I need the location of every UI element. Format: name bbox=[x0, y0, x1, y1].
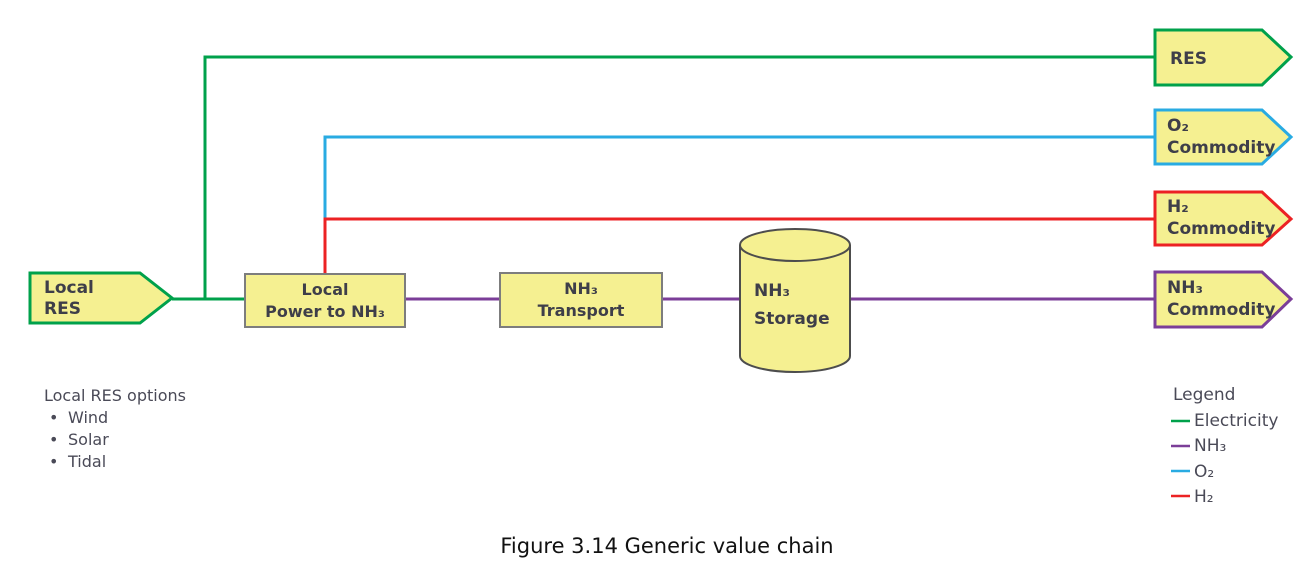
local-res-shape bbox=[28, 271, 175, 325]
nh3-transport-shape bbox=[499, 272, 663, 328]
o2-commodity-label-line2: Commodity bbox=[1167, 138, 1275, 158]
o2-commodity-node: O₂ Commodity bbox=[1153, 108, 1294, 166]
bullet-icon: • bbox=[49, 452, 58, 471]
bullet-icon: • bbox=[49, 430, 58, 449]
nh3-commodity-label-line2: Commodity bbox=[1167, 300, 1275, 320]
local-res-label-line2: RES bbox=[44, 299, 81, 319]
h2-commodity-shape bbox=[1153, 190, 1294, 247]
hydrogen-flow-line bbox=[323, 217, 1155, 276]
o2-commodity-shape bbox=[1153, 108, 1294, 166]
nh3-storage-node: NH₃ Storage bbox=[739, 228, 851, 373]
local-res-label-line1: Local bbox=[44, 278, 94, 298]
nh3-storage-top bbox=[739, 228, 851, 262]
nh3-transport-label-line1: NH₃ bbox=[564, 279, 598, 298]
bullet-icon: • bbox=[49, 408, 58, 427]
h2-commodity-label-line1: H₂ bbox=[1167, 197, 1189, 217]
res-output-node: RES bbox=[1153, 28, 1294, 87]
electricity-flow-line bbox=[203, 55, 1155, 299]
nh3-commodity-shape bbox=[1153, 270, 1294, 329]
nh3-transport-label-line2: Transport bbox=[538, 301, 625, 320]
flow-lines bbox=[172, 55, 1155, 301]
local-res-option-tidal: Tidal bbox=[67, 452, 106, 471]
legend-h2-label: H₂ bbox=[1194, 487, 1214, 507]
legend-o2-label: O₂ bbox=[1194, 462, 1214, 482]
nh3-transport-node: NH₃ Transport bbox=[499, 272, 663, 328]
local-res-option-wind: Wind bbox=[68, 408, 108, 427]
res-output-shape bbox=[1153, 28, 1294, 87]
local-res-options: Local RES options • Wind • Solar • Tidal bbox=[44, 386, 186, 471]
h2-commodity-label-line2: Commodity bbox=[1167, 219, 1275, 239]
local-res-option-solar: Solar bbox=[68, 430, 109, 449]
legend-title: Legend bbox=[1173, 385, 1235, 405]
local-res-node: Local RES bbox=[28, 271, 175, 325]
nh3-storage-label-line2: Storage bbox=[754, 309, 830, 329]
nh3-commodity-node: NH₃ Commodity bbox=[1153, 270, 1294, 329]
local-res-options-title: Local RES options bbox=[44, 386, 186, 405]
figure-caption: Figure 3.14 Generic value chain bbox=[500, 534, 833, 558]
nh3-storage-body bbox=[739, 245, 851, 373]
h2-commodity-node: H₂ Commodity bbox=[1153, 190, 1294, 247]
legend-nh3-label: NH₃ bbox=[1194, 436, 1226, 456]
power-to-nh3-shape bbox=[244, 273, 406, 328]
oxygen-flow-line bbox=[323, 135, 1155, 219]
legend-electricity-label: Electricity bbox=[1194, 411, 1278, 431]
nh3-storage-label-line1: NH₃ bbox=[754, 281, 790, 301]
o2-commodity-label-line1: O₂ bbox=[1167, 116, 1189, 136]
power-to-nh3-label-line1: Local bbox=[302, 280, 349, 299]
power-to-nh3-node: Local Power to NH₃ bbox=[244, 273, 406, 328]
nh3-commodity-label-line1: NH₃ bbox=[1167, 278, 1203, 298]
legend: Legend Electricity NH₃ O₂ H₂ bbox=[1171, 385, 1278, 507]
power-to-nh3-label-line2: Power to NH₃ bbox=[265, 302, 385, 321]
res-output-label: RES bbox=[1170, 49, 1207, 69]
